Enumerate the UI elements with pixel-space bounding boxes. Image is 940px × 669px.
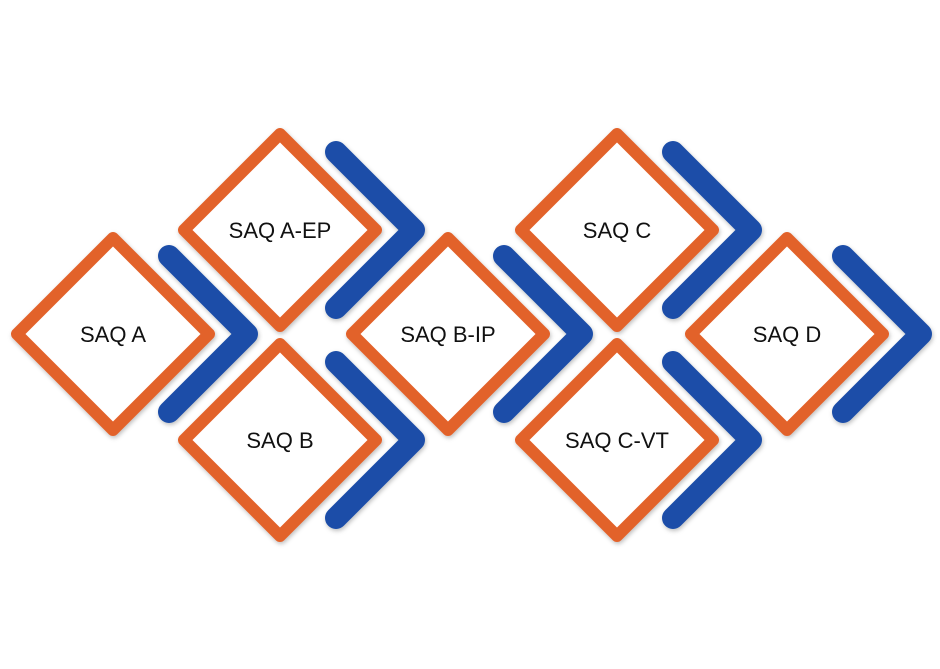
chevron-arrow-icon xyxy=(493,245,593,423)
diamond-label: SAQ A xyxy=(80,322,146,347)
chevron-arrow-icon xyxy=(662,351,762,529)
diamond-shape xyxy=(178,338,382,542)
diamond-shape xyxy=(346,232,550,436)
chevron-arrow-icon xyxy=(325,351,425,529)
diamond-label: SAQ D xyxy=(753,322,821,347)
diamond-node-saq-c: SAQ C xyxy=(515,128,719,332)
diamond-shape xyxy=(515,128,719,332)
chevron-arrow-icon xyxy=(325,141,425,319)
diamond-label: SAQ B xyxy=(246,428,313,453)
chevron-arrow-icon xyxy=(158,245,258,423)
diamond-shape xyxy=(685,232,889,436)
diamond-node-saq-a-ep: SAQ A-EP xyxy=(178,128,382,332)
diamond-shape xyxy=(178,128,382,332)
diamond-node-saq-b: SAQ B xyxy=(178,338,382,542)
diamond-shape xyxy=(11,232,215,436)
diamond-label: SAQ C-VT xyxy=(565,428,669,453)
diamond-label: SAQ A-EP xyxy=(229,218,332,243)
diamond-node-saq-b-ip: SAQ B-IP xyxy=(346,232,550,436)
diamond-shape xyxy=(515,338,719,542)
diamond-node-saq-a: SAQ A xyxy=(11,232,215,436)
chevron-arrow-icon xyxy=(662,141,762,319)
diamond-layer: SAQ A SAQ A-EP SAQ B SAQ B-IP SAQ C SAQ C-VT S… xyxy=(11,128,889,542)
chevron-arrow-icon xyxy=(832,245,932,423)
diamond-label: SAQ C xyxy=(583,218,652,243)
diamond-node-saq-d: SAQ D xyxy=(685,232,889,436)
chevron-layer xyxy=(158,141,932,529)
diamond-node-saq-c-vt: SAQ C-VT xyxy=(515,338,719,542)
diamond-label: SAQ B-IP xyxy=(400,322,495,347)
